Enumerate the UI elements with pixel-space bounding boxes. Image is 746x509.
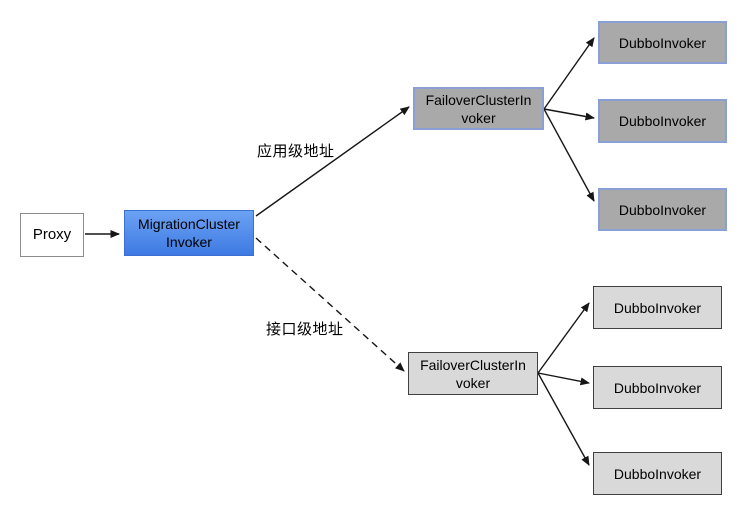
edge-failover-interface-to-dubbo-1 bbox=[537, 302, 590, 374]
dubbo-invoker-label: DubboInvoker bbox=[618, 113, 707, 129]
edge-failover-interface-to-dubbo-2 bbox=[537, 372, 590, 386]
failover-cluster-invoker-node-app: FailoverClusterIn voker bbox=[413, 87, 544, 130]
edge-migration-to-failover-app bbox=[255, 106, 410, 217]
failover-app-label-line1: FailoverClusterIn bbox=[425, 91, 532, 108]
dubbo-invoker-label: DubboInvoker bbox=[618, 201, 707, 218]
migration-node-label-line2: Invoker bbox=[166, 234, 212, 250]
migration-node-label-line1: MigrationCluster bbox=[138, 216, 240, 232]
edge-failover-app-to-dubbo-3 bbox=[543, 108, 595, 202]
dubbo-invoker-node-app-1: DubboInvoker bbox=[598, 21, 727, 64]
edge-failover-app-to-dubbo-1 bbox=[543, 37, 595, 110]
failover-interface-label-line1: FailoverClusterIn bbox=[420, 356, 526, 373]
dubbo-invoker-label: DubboInvoker bbox=[613, 465, 702, 482]
dubbo-invoker-label: DubboInvoker bbox=[613, 299, 702, 316]
dubbo-invoker-label: DubboInvoker bbox=[618, 34, 707, 51]
edge-failover-app-to-dubbo-2 bbox=[543, 108, 595, 121]
dubbo-invoker-node-app-2: DubboInvoker bbox=[598, 99, 727, 143]
edge-migration-to-failover-interface bbox=[255, 237, 405, 372]
failover-cluster-invoker-node-interface: FailoverClusterIn voker bbox=[408, 352, 538, 395]
dubbo-invoker-label: DubboInvoker bbox=[613, 379, 702, 396]
proxy-node: Proxy bbox=[20, 213, 84, 257]
edge-label-app-level-address: 应用级地址 bbox=[257, 143, 335, 160]
dubbo-invoker-node-interface-2: DubboInvoker bbox=[593, 366, 722, 409]
edge-failover-interface-to-dubbo-3 bbox=[537, 372, 590, 466]
migration-cluster-invoker-node: MigrationCluster Invoker bbox=[124, 210, 254, 256]
failover-app-label-line2: voker bbox=[461, 109, 496, 126]
dubbo-invoker-node-interface-3: DubboInvoker bbox=[593, 452, 722, 495]
dubbo-invoker-node-interface-1: DubboInvoker bbox=[593, 286, 722, 329]
edge-label-interface-level-address: 接口级地址 bbox=[266, 321, 344, 338]
proxy-node-label: Proxy bbox=[32, 226, 72, 243]
dubbo-invoker-node-app-3: DubboInvoker bbox=[598, 188, 727, 231]
failover-interface-label-line2: voker bbox=[455, 374, 491, 391]
